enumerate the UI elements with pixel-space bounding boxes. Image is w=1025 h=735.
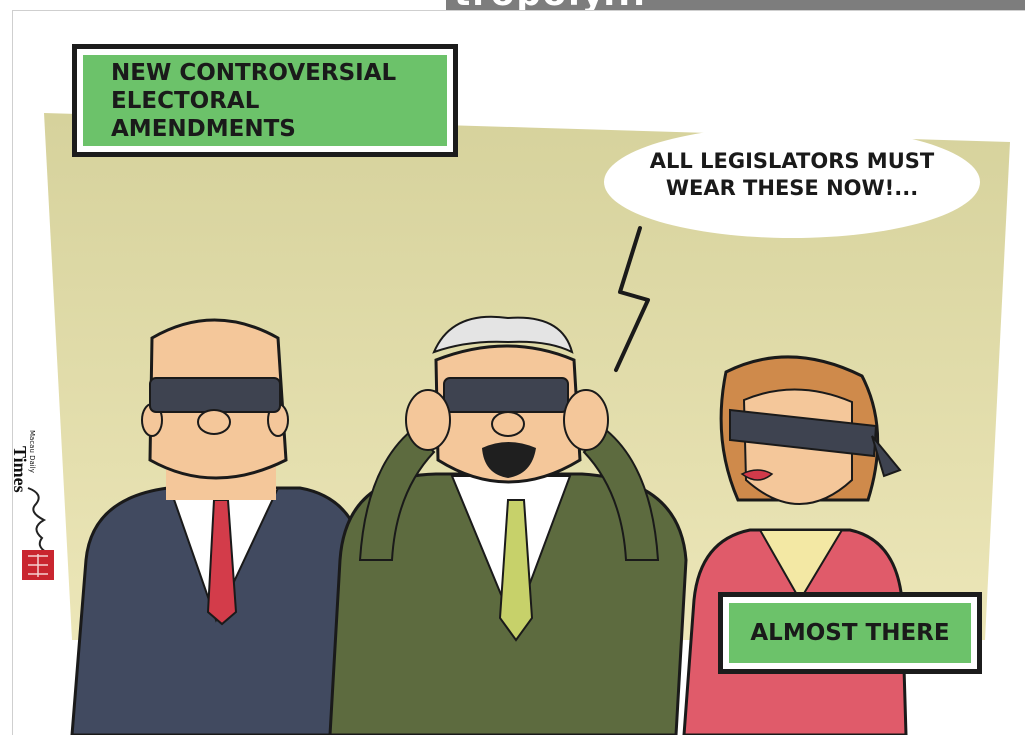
speech-bubble-text: ALL LEGISLATORS MUST WEAR THESE NOW!... <box>612 148 972 202</box>
caption-top-line1: NEW CONTROVERSIAL <box>111 59 397 86</box>
publication-tagline: Macau Daily <box>28 430 36 473</box>
speech-line2: WEAR THESE NOW!... <box>665 176 919 200</box>
blindfold-right <box>729 408 878 458</box>
speech-bubble <box>604 126 980 372</box>
covering-ears-man-figure <box>328 315 688 735</box>
caption-top-line2: ELECTORAL AMENDMENTS <box>111 87 296 142</box>
speech-line1: ALL LEGISLATORS MUST <box>649 149 935 173</box>
artist-signature-icon <box>27 487 47 553</box>
blindfold-middle <box>443 377 569 413</box>
frame-border-left <box>12 10 13 735</box>
header-title: tropoly... <box>454 0 648 10</box>
caption-top-fill: NEW CONTROVERSIAL ELECTORAL AMENDMENTS <box>83 55 447 146</box>
caption-box-bottom: ALMOST THERE <box>718 592 982 674</box>
publication-name: Times <box>10 446 30 493</box>
caption-box-top: NEW CONTROVERSIAL ELECTORAL AMENDMENTS <box>72 44 458 157</box>
caption-bottom-fill: ALMOST THERE <box>729 603 971 663</box>
bald-man-figure <box>70 318 378 735</box>
frame-border-top <box>12 10 1025 11</box>
header-bar: tropoly... <box>446 0 1025 10</box>
blindfold-left <box>149 377 281 413</box>
caption-bottom-text: ALMOST THERE <box>750 620 950 646</box>
